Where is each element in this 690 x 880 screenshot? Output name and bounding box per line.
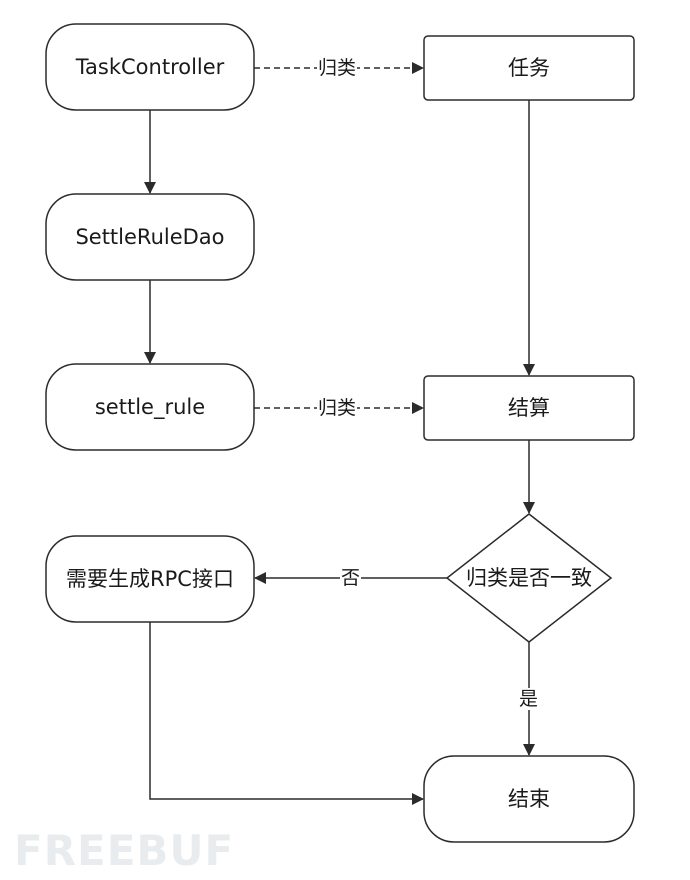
rpc-label: 需要生成RPC接口 xyxy=(66,567,234,591)
task-controller-label: TaskController xyxy=(75,55,225,79)
settle-rule-label: settle_rule xyxy=(94,395,206,419)
edge-label-yes: 是 xyxy=(518,688,540,710)
edge-rpc-to-end xyxy=(149,622,424,805)
end-node: 结束 xyxy=(424,756,634,842)
edge-label-no: 否 xyxy=(340,567,362,589)
settle-rule-dao-node: SettleRuleDao xyxy=(46,194,254,280)
edge-label-classify-top: 归类 xyxy=(317,57,358,79)
settle-rule-node: settle_rule xyxy=(46,364,254,450)
end-node-shape xyxy=(423,755,635,843)
settlement-node: 结算 xyxy=(424,376,634,440)
decision-node: 归类是否一致 xyxy=(462,540,596,616)
settle-rule-node-shape xyxy=(45,363,255,451)
rpc-node: 需要生成RPC接口 xyxy=(60,536,240,622)
task-label: 任务 xyxy=(508,56,550,80)
task-node: 任务 xyxy=(424,36,634,100)
decision-label: 归类是否一致 xyxy=(466,566,592,590)
settle-rule-dao-label: SettleRuleDao xyxy=(75,225,225,249)
settlement-label: 结算 xyxy=(508,396,550,420)
freebuf-watermark: FREEBUF xyxy=(14,826,235,875)
end-label: 结束 xyxy=(508,787,550,811)
task-controller-node: TaskController xyxy=(46,24,254,110)
edge-label-classify-mid: 归类 xyxy=(317,397,358,419)
